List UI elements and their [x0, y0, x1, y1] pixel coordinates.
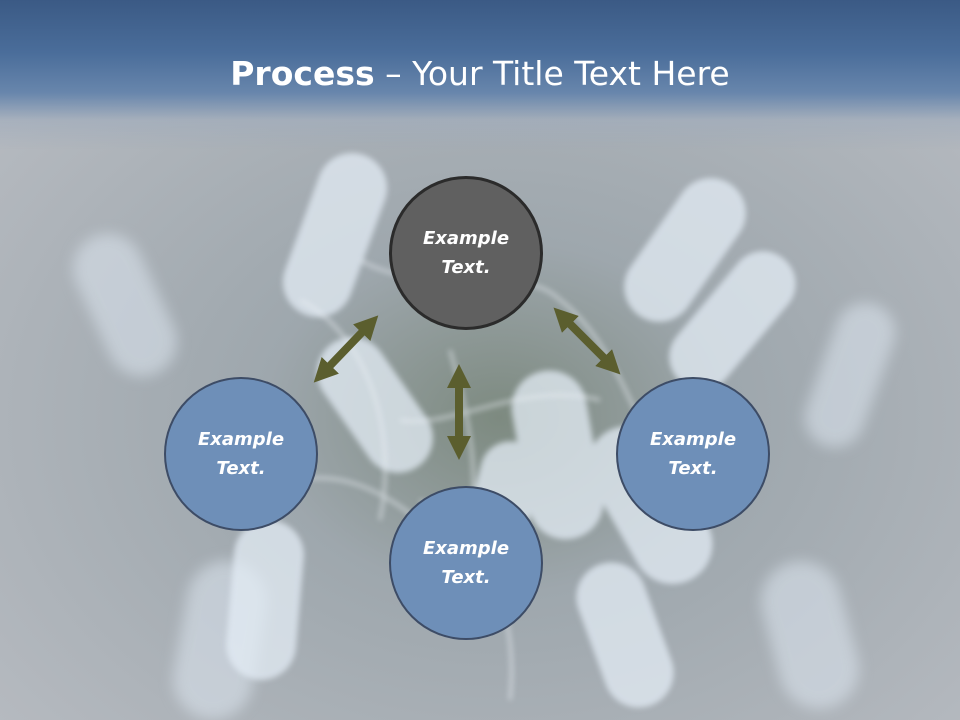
- node-left[interactable]: Example Text.: [164, 377, 318, 531]
- node-left-label: Example Text.: [197, 429, 285, 479]
- node-bottom-label: Example Text.: [422, 538, 510, 588]
- page-title: Process – Your Title Text Here: [0, 52, 960, 96]
- node-right-label: Example Text.: [649, 429, 737, 479]
- node-bottom[interactable]: Example Text.: [389, 486, 543, 640]
- node-top[interactable]: Example Text.: [389, 176, 543, 330]
- title-bar: [0, 0, 960, 150]
- node-top-label: Example Text.: [422, 228, 510, 278]
- node-right[interactable]: Example Text.: [616, 377, 770, 531]
- title-rest: – Your Title Text Here: [374, 54, 730, 93]
- title-bold: Process: [230, 54, 375, 93]
